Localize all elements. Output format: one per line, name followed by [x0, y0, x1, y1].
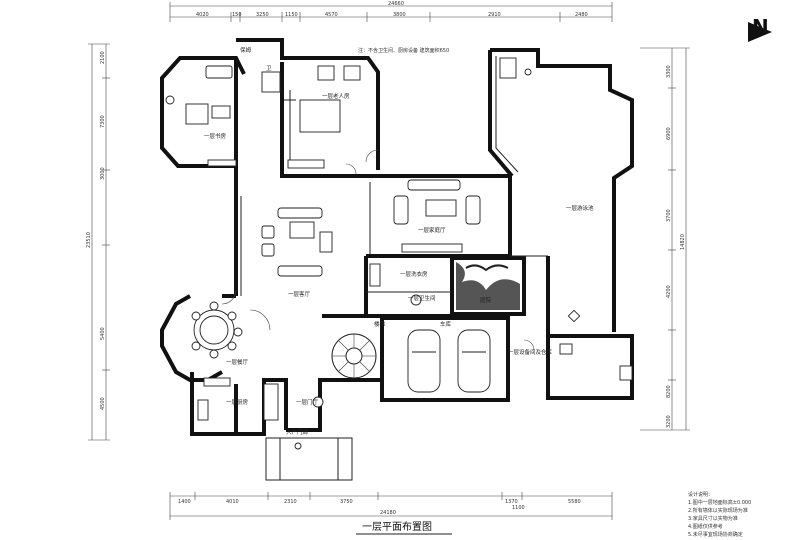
room-label-study: 一层书房 [204, 132, 227, 140]
room-label-stair: 楼梯 [374, 320, 386, 328]
note-line-6: 5.未尽事宜现场协商确定 [688, 531, 743, 538]
top-dim-5: 4570 [325, 12, 338, 18]
bottom-dim-6: 1100 [512, 505, 525, 511]
top-dim-2: 150 [232, 12, 242, 18]
garden-planting [456, 262, 520, 310]
note-line-3: 2.所有墙体以实际现场为准 [688, 507, 748, 514]
left-dim-1: 2100 [100, 51, 106, 64]
right-dim-4: 4200 [666, 285, 672, 298]
bottom-dim-7: 5580 [568, 499, 581, 505]
room-label-kitchen: 一层厨房 [226, 398, 249, 406]
furniture [165, 57, 633, 481]
right-dimension-line: 3300 6900 3700 4200 8200 3200 14820 [640, 47, 690, 431]
room-label-garage: 车库 [440, 320, 452, 328]
bottom-dim-3: 2310 [284, 499, 297, 505]
room-label-toilet: 卫 [266, 65, 272, 72]
room-label-garden: 庭院 [480, 296, 492, 304]
note-line-1: 设计说明： [688, 491, 713, 498]
top-dim-4: 1150 [285, 12, 298, 18]
room-label-equipment: 一层设备间及仓库 [508, 348, 553, 356]
bottom-dim-1: 1400 [178, 499, 191, 505]
top-dim-1: 4020 [196, 12, 209, 18]
top-dimension-line: 24660 4020 150 3250 1150 4570 3800 2910 … [169, 1, 613, 22]
room-label-family: 一层家庭厅 [418, 226, 446, 234]
note-line-4: 3.家具尺寸以实物为准 [688, 515, 738, 522]
note-line-2: 1.图中一层地面标高±0.000 [688, 499, 751, 506]
top-dim-7: 2910 [488, 12, 501, 18]
bottom-dimension-line: 1400 4010 2310 3750 1370 1100 5580 24180 [169, 492, 613, 520]
right-dim-2: 6900 [666, 127, 672, 140]
room-labels: 一层书房 一层老人房 一层家庭厅 一层客厅 一层游泳池 一层餐厅 一层厨房 一层… [204, 46, 594, 436]
north-arrow-icon: N [748, 15, 772, 42]
left-total-dim: 23510 [86, 232, 92, 248]
bottom-dim-2: 4010 [226, 499, 239, 505]
room-label-living: 一层客厅 [288, 290, 311, 298]
top-dim-8: 2480 [575, 12, 588, 18]
exterior-walls [160, 38, 634, 436]
room-label-dining: 一层餐厅 [226, 358, 249, 366]
top-dim-3: 3250 [256, 12, 269, 18]
room-label-elder: 一层老人房 [322, 92, 350, 100]
bottom-dim-4: 3750 [340, 499, 353, 505]
room-label-laundry: 一层洗衣房 [400, 270, 428, 278]
right-total-dim: 14820 [680, 234, 686, 250]
right-dim-5: 8200 [666, 385, 672, 398]
right-dim-1: 3300 [666, 65, 672, 78]
left-dim-5: 4500 [100, 397, 106, 410]
bottom-total-dim: 24180 [380, 510, 396, 516]
room-label-maid: 保姆 [240, 46, 252, 54]
right-dim-6: 3200 [666, 415, 672, 428]
header-note: 注：不含卫生间、厨房设备 建筑面积650 [358, 47, 449, 54]
right-dim-3: 3700 [666, 209, 672, 222]
left-dim-2: 7300 [100, 115, 106, 128]
plan-title: 一层平面布置图 [362, 521, 432, 533]
top-dim-6: 3800 [393, 12, 406, 18]
design-notes: 设计说明： 1.图中一层地面标高±0.000 2.所有墙体以实际现场为准 3.家… [688, 491, 751, 538]
note-line-5: 4.图纸仅供参考 [688, 523, 723, 530]
bottom-dim-5: 1370 [505, 499, 518, 505]
room-label-entrance: 入户门廊 [286, 428, 309, 436]
left-dim-4: 5400 [100, 327, 106, 340]
drawing-title: 一层平面布置图 [356, 521, 452, 535]
room-label-foyer: 一层门厅 [296, 398, 319, 406]
room-label-pool: 一层游泳池 [566, 204, 594, 212]
top-total-dim: 24660 [388, 1, 404, 7]
room-label-bath: 一层卫生间 [408, 294, 436, 302]
left-dimension-line: 23510 2100 7300 3000 5400 4500 [86, 43, 110, 441]
left-dim-3: 3000 [100, 167, 106, 180]
